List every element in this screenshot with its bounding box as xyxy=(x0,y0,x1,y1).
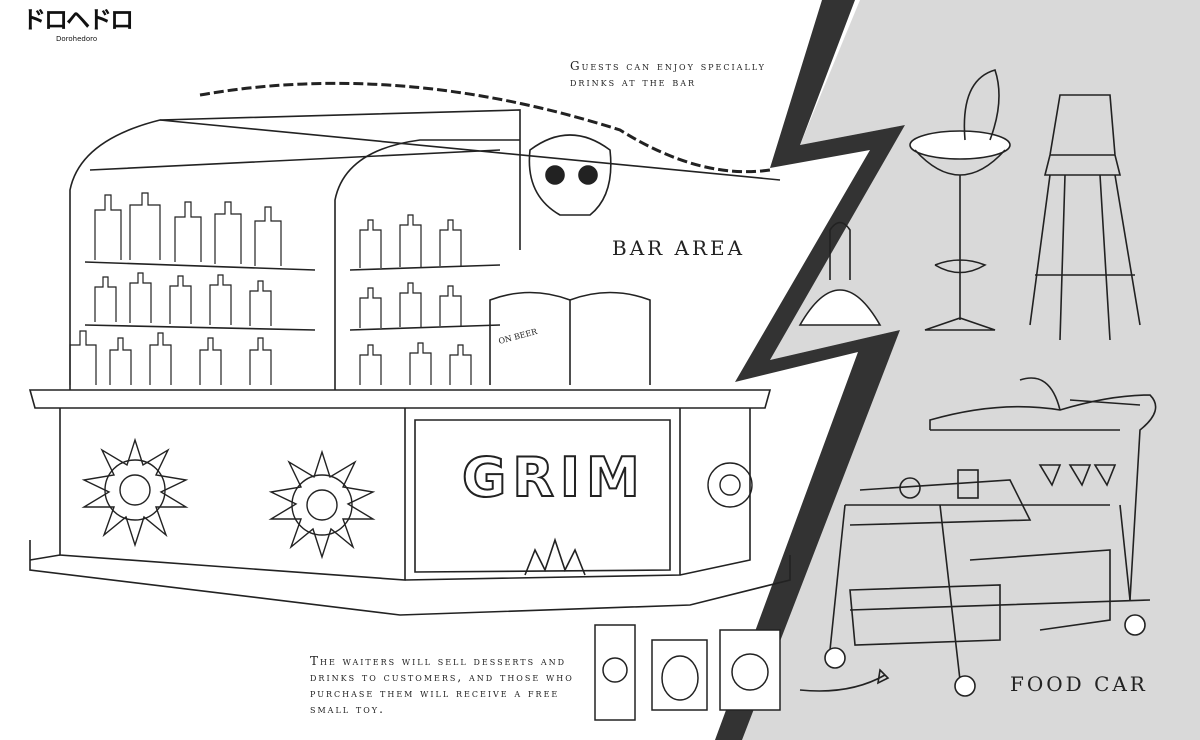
bar-counter-drawing xyxy=(28,81,791,616)
food-cart-title: FOOD CAR xyxy=(1010,672,1148,696)
bar-note: Guests can enjoy specially drinks at the… xyxy=(570,59,766,89)
logo-japanese: ドロヘドロ xyxy=(22,6,134,34)
dorohedoro-logo: ドロヘドロ Dorohedoro xyxy=(22,6,134,44)
food-cart-drawing xyxy=(799,377,1157,697)
logo-english: Dorohedoro xyxy=(56,35,98,43)
grim-sign: GRIM xyxy=(461,445,646,510)
bar-stools-drawing xyxy=(798,69,1141,341)
lightning-divider xyxy=(715,0,905,740)
toys-drawing xyxy=(594,624,781,721)
food-cart-note: The waiters will sell desserts and drink… xyxy=(310,654,574,716)
right-panel-background xyxy=(740,0,1200,740)
bar-area-title: BAR AREA xyxy=(612,236,746,260)
